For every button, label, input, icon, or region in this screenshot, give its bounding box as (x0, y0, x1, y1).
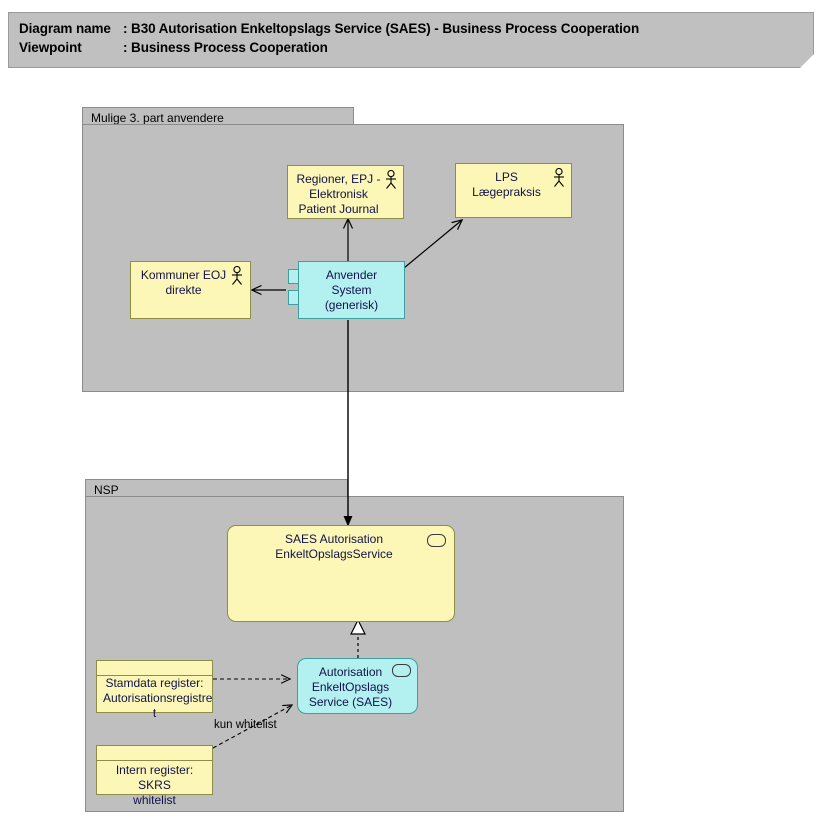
node-anvender-system[interactable]: Anvender System (generisk) (298, 261, 405, 319)
diagram-name-line: Diagram name: B30 Autorisation Enkeltops… (19, 21, 639, 36)
service-oval-icon (392, 664, 411, 677)
node-regioner-epj-label: Regioner, EPJ - Elektronisk Patient Jour… (296, 172, 381, 216)
node-stamdata-register[interactable]: Stamdata register: Autorisationsregistre… (96, 660, 213, 720)
node-stamdata-register-label: Stamdata register: Autorisationsregistre… (103, 676, 213, 720)
node-kommuner-eoj-label: Kommuner EOJ direkte (140, 268, 227, 297)
viewpoint-line: Viewpoint: Business Process Cooperation (19, 40, 328, 55)
viewpoint-key: Viewpoint (19, 40, 82, 55)
group-tab-mulige-3-part-anvendere[interactable]: Mulige 3. part anvendere (82, 107, 354, 125)
node-anvender-system-label: Anvender System (generisk) (324, 268, 379, 312)
group-label-mulige-3-part-anvendere: Mulige 3. part anvendere (91, 111, 224, 125)
diagram-name-key: Diagram name (19, 21, 111, 36)
group-tab-nsp[interactable]: NSP (85, 479, 348, 497)
service-oval-icon (427, 534, 446, 547)
edge-label-kun-whitelist: kun whitelist (214, 719, 277, 731)
node-header-divider (97, 760, 212, 761)
node-regioner-epj[interactable]: Regioner, EPJ - Elektronisk Patient Jour… (287, 165, 404, 219)
node-intern-register-skrs[interactable]: Intern register: SKRS whitelist (96, 745, 213, 807)
viewpoint-value: Business Process Cooperation (131, 40, 328, 55)
node-saes-autorisation-service[interactable]: SAES Autorisation EnkeltOpslagsService (227, 525, 455, 622)
node-kommuner-eoj[interactable]: Kommuner EOJ direkte (130, 261, 251, 319)
diagram-header-banner: Diagram name: B30 Autorisation Enkeltops… (8, 12, 814, 68)
node-lps-laegepraksis-label: LPS Lægepraksis (472, 170, 541, 199)
node-autorisation-enkeltopslags-saes[interactable]: Autorisation EnkeltOpslags Service (SAES… (297, 658, 418, 714)
node-autorisation-enkeltopslags-saes-label: Autorisation EnkeltOpslags Service (SAES… (308, 665, 393, 709)
group-label-nsp: NSP (94, 483, 119, 497)
viewpoint-separator: : (123, 40, 132, 55)
node-lps-laegepraksis[interactable]: LPS Lægepraksis (455, 163, 572, 218)
diagram-name-separator: : (123, 21, 132, 36)
actor-icon (386, 170, 396, 189)
node-intern-register-skrs-label: Intern register: SKRS whitelist (115, 763, 194, 807)
node-saes-autorisation-service-label: SAES Autorisation EnkeltOpslagsService (275, 532, 393, 561)
actor-icon (232, 266, 242, 285)
diagram-name-value: B30 Autorisation Enkeltopslags Service (… (131, 21, 640, 36)
node-header-divider (97, 675, 212, 676)
actor-icon (554, 168, 564, 187)
